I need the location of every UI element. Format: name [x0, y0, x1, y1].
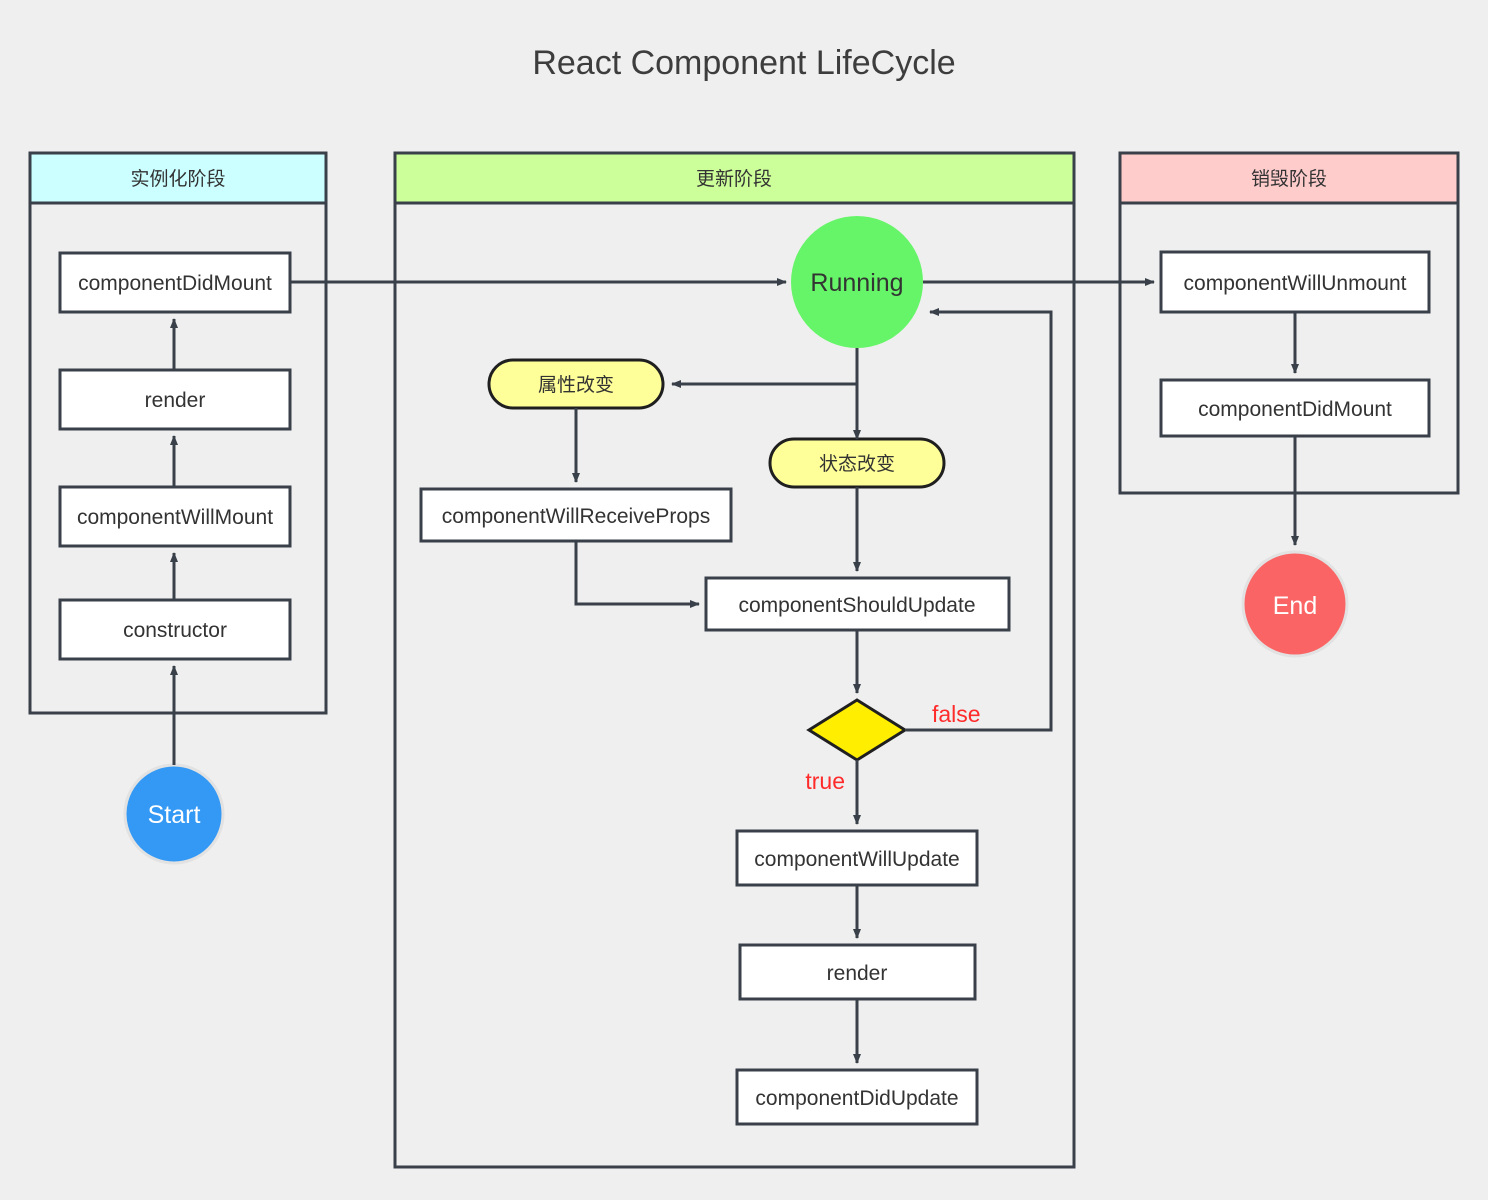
node-component-did-update-box[interactable] — [735, 1068, 979, 1126]
node-component-did-mount-box[interactable] — [58, 251, 292, 314]
page-title: React Component LifeCycle — [532, 44, 955, 82]
edge-label-true: true — [805, 768, 845, 794]
node-component-did-update-label: componentDidUpdate — [755, 1087, 958, 1110]
node-render-mount[interactable]: render — [58, 368, 292, 431]
node-component-will-update-label: componentWillUpdate — [754, 848, 959, 871]
node-running[interactable]: Running — [791, 216, 923, 348]
node-component-will-mount-label: componentWillMount — [77, 506, 273, 529]
lane-instantiate-title: 实例化阶段 — [130, 168, 225, 190]
node-component-did-mount-destroy[interactable]: componentDidMount — [1159, 378, 1431, 438]
node-props-change[interactable]: 属性改变 — [487, 358, 665, 410]
edge-decision-false-to-running — [905, 308, 1053, 732]
node-render-mount-label: render — [145, 389, 206, 412]
node-constructor-label: constructor — [123, 619, 227, 642]
node-start-label: Start — [148, 801, 201, 829]
node-start[interactable]: Start — [123, 763, 225, 865]
lane-instantiate-header-bg — [28, 151, 328, 205]
node-component-will-mount-box[interactable] — [58, 485, 292, 548]
lane-update-frame — [393, 151, 1076, 1169]
edge-label-false: false — [932, 701, 981, 727]
lane-destroy: 销毁阶段 — [1118, 151, 1460, 495]
lane-destroy-header-bg — [1118, 151, 1460, 205]
lane-update-header-bg — [393, 151, 1076, 205]
lane-update-title: 更新阶段 — [696, 168, 772, 190]
node-component-did-update[interactable]: componentDidUpdate — [735, 1068, 979, 1126]
node-component-should-update[interactable]: componentShouldUpdate — [704, 576, 1011, 632]
node-props-change-label: 属性改变 — [538, 374, 614, 396]
node-component-should-update-box[interactable] — [704, 576, 1011, 632]
node-component-did-mount-destroy-label: componentDidMount — [1198, 398, 1392, 421]
node-running-circle[interactable] — [791, 216, 923, 348]
node-render-update-label: render — [827, 962, 888, 985]
node-decision-diamond[interactable] — [806, 698, 908, 762]
node-component-will-unmount[interactable]: componentWillUnmount — [1159, 250, 1431, 314]
node-render-update-box[interactable] — [738, 943, 977, 1001]
node-component-will-mount[interactable]: componentWillMount — [58, 485, 292, 548]
node-decision[interactable] — [806, 698, 908, 762]
node-render-update[interactable]: render — [738, 943, 977, 1001]
node-state-change-label: 状态改变 — [819, 453, 895, 475]
node-component-did-mount[interactable]: componentDidMount — [58, 251, 292, 314]
node-component-will-receive-props-label: componentWillReceiveProps — [442, 505, 710, 528]
node-component-will-receive-props-box[interactable] — [419, 487, 733, 543]
lane-instantiate: 实例化阶段 — [28, 151, 328, 715]
node-component-will-receive-props[interactable]: componentWillReceiveProps — [419, 487, 733, 543]
edge-will-receive-props-to-should-update — [574, 541, 700, 608]
node-component-will-update[interactable]: componentWillUpdate — [735, 829, 979, 887]
node-component-should-update-label: componentShouldUpdate — [738, 594, 975, 617]
node-end-circle[interactable] — [1241, 550, 1349, 658]
lane-update: 更新阶段 — [393, 151, 1076, 1169]
node-component-did-mount-label: componentDidMount — [78, 272, 272, 295]
node-end[interactable]: End — [1241, 550, 1349, 658]
node-component-did-mount-destroy-box[interactable] — [1159, 378, 1431, 438]
node-render-mount-box[interactable] — [58, 368, 292, 431]
node-end-label: End — [1273, 592, 1317, 620]
node-component-will-unmount-label: componentWillUnmount — [1184, 272, 1407, 295]
node-state-change[interactable]: 状态改变 — [768, 437, 946, 489]
node-constructor[interactable]: constructor — [58, 598, 292, 661]
node-running-label: Running — [810, 269, 903, 297]
lane-destroy-title: 销毁阶段 — [1251, 168, 1327, 190]
